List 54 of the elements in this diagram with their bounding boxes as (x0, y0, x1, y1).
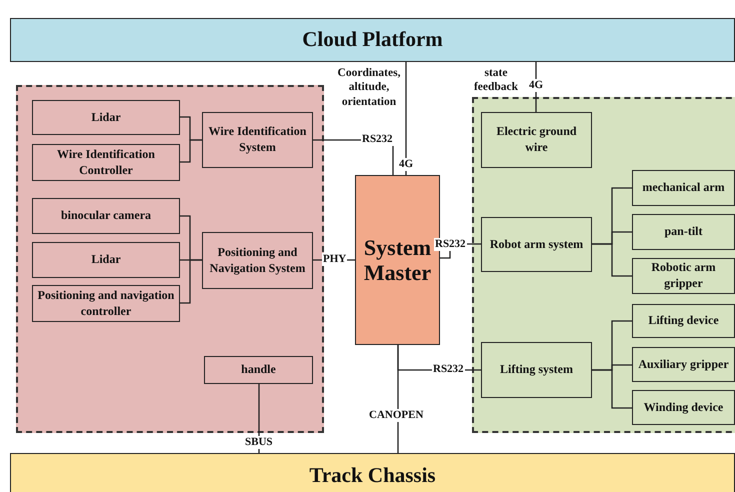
edge-label: SBUS (244, 436, 274, 450)
node-label: Track Chassis (308, 462, 437, 489)
connector-line (180, 259, 202, 304)
edge-label: RS232 (361, 133, 394, 146)
module-box (32, 144, 180, 181)
module-box (202, 112, 313, 168)
node-label: Winding device (642, 400, 724, 416)
connector-line (592, 243, 632, 277)
node-label: Auxiliary gripper (637, 356, 730, 372)
connector-line (405, 62, 407, 175)
module-box (32, 100, 180, 135)
node-label: Positioning and Navigation System (208, 244, 306, 276)
platform-bar (10, 18, 735, 62)
node-label: Wire Identification System (208, 124, 308, 156)
group-panel (16, 85, 324, 433)
module-box (632, 347, 735, 382)
module-box (202, 232, 313, 289)
node-label: binocular camera (60, 208, 152, 224)
module-box (632, 214, 735, 250)
edge-label: RS232 (434, 238, 467, 252)
edge-label: 4G (398, 158, 414, 172)
module-box (632, 304, 735, 338)
node-label: Lifting device (647, 313, 720, 329)
connector-line (180, 139, 202, 163)
module-box (632, 258, 735, 294)
platform-bar (10, 453, 735, 492)
module-box (481, 112, 592, 168)
node-label: Cloud Platform (301, 26, 444, 54)
node-label: Lidar (90, 252, 122, 268)
node-label: Positioning and navigation controller (36, 288, 176, 320)
module-box (32, 242, 180, 278)
module-box (481, 342, 592, 398)
node-label: Lidar (90, 110, 122, 126)
module-box (204, 356, 313, 384)
module-box (632, 170, 735, 206)
module-box (32, 198, 180, 234)
module-box (632, 390, 735, 425)
node-label: mechanical arm (641, 180, 726, 196)
connector-line (397, 345, 399, 453)
node-label: handle (240, 362, 277, 378)
edge-label: CANOPEN (368, 409, 424, 422)
node-label: Electric ground wire (495, 124, 578, 156)
edge-label: 4G (528, 79, 544, 92)
edge-label: PHY (322, 253, 348, 266)
group-panel (472, 97, 735, 433)
node-label: Wire Identification Controller (56, 146, 156, 178)
connector-line (592, 369, 632, 409)
node-label: Robotic arm gripper (650, 260, 717, 292)
node-label: Robot arm system (488, 236, 584, 252)
note-text: state feedback (472, 66, 520, 95)
node-label: Lifting system (499, 362, 574, 378)
module-box (481, 217, 592, 272)
node-label: pan-tilt (663, 224, 704, 240)
note-text: Coordinates, altitude, orientation (336, 66, 402, 110)
